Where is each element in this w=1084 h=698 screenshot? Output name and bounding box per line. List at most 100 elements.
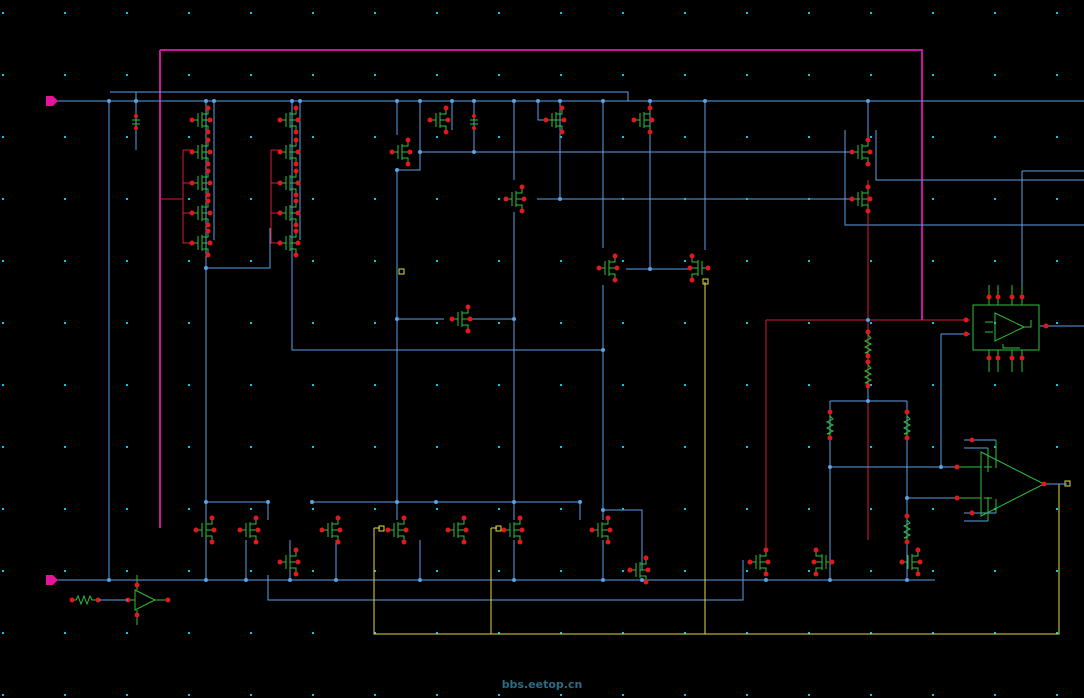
grid-dot bbox=[312, 198, 314, 200]
pmos-transistor-icon[interactable] bbox=[277, 198, 301, 228]
wire-junctions bbox=[107, 99, 943, 582]
input-resistor-icon[interactable] bbox=[69, 594, 129, 606]
grid-dot bbox=[64, 322, 66, 324]
pmos-transistor-icon[interactable] bbox=[189, 105, 213, 135]
grid-dot bbox=[498, 136, 500, 138]
pmos-transistor-icon[interactable] bbox=[189, 198, 213, 228]
grid-dot bbox=[808, 12, 810, 14]
pmos-transistor-icon[interactable] bbox=[543, 105, 567, 135]
nmos-transistor-icon[interactable] bbox=[277, 547, 301, 577]
capacitor-icon[interactable] bbox=[132, 114, 140, 130]
magenta-bus[interactable] bbox=[159, 49, 923, 528]
junction-dot bbox=[601, 508, 605, 512]
resistor-icon[interactable] bbox=[825, 409, 835, 441]
grid-dot bbox=[560, 570, 562, 572]
grid-dot bbox=[250, 508, 252, 510]
grid-dot bbox=[684, 322, 686, 324]
grid-dot bbox=[746, 694, 748, 696]
pmos-transistor-icon[interactable] bbox=[389, 137, 413, 167]
grid-dot bbox=[746, 260, 748, 262]
pmos-transistor-icon[interactable] bbox=[503, 184, 527, 214]
grid-dot bbox=[622, 632, 624, 634]
comparator-block[interactable] bbox=[963, 285, 1049, 372]
grid-dot bbox=[622, 322, 624, 324]
nmos-transistor-icon[interactable] bbox=[589, 515, 613, 545]
left-mirror-wires bbox=[160, 101, 603, 580]
capacitor-icon[interactable] bbox=[470, 114, 478, 130]
grid-dot bbox=[622, 260, 624, 262]
pmos-transistor-icon[interactable] bbox=[849, 184, 873, 214]
opamp-icon[interactable] bbox=[954, 437, 1047, 522]
grid-dot bbox=[1056, 74, 1058, 76]
grid-dot bbox=[870, 508, 872, 510]
pmos-transistor-icon[interactable] bbox=[277, 228, 301, 258]
grid-dot bbox=[808, 260, 810, 262]
pmos-transistor-icon[interactable] bbox=[189, 168, 213, 198]
grid-dot bbox=[808, 136, 810, 138]
grid-dot bbox=[498, 74, 500, 76]
grid-dot bbox=[994, 260, 996, 262]
nmos-transistor-icon[interactable] bbox=[319, 515, 343, 545]
grid-dot bbox=[622, 74, 624, 76]
pmos-transistor-icon[interactable] bbox=[189, 228, 213, 258]
nmos-transistor-icon[interactable] bbox=[687, 253, 711, 283]
nmos-transistor-icon[interactable] bbox=[193, 515, 217, 545]
pmos-transistor-icon[interactable] bbox=[277, 105, 301, 135]
grid-dot bbox=[188, 446, 190, 448]
resistor-icon[interactable] bbox=[863, 329, 873, 359]
junction-dot bbox=[418, 150, 422, 154]
grid-dot bbox=[312, 260, 314, 262]
nmos-transistor-icon[interactable] bbox=[385, 515, 409, 545]
grid-dot bbox=[622, 570, 624, 572]
pmos-transistor-icon[interactable] bbox=[277, 137, 301, 167]
resistor-icon[interactable] bbox=[863, 359, 873, 389]
grid-dot bbox=[312, 136, 314, 138]
junction-dot bbox=[204, 99, 208, 103]
grid-dot bbox=[1056, 198, 1058, 200]
supply-rails[interactable] bbox=[56, 91, 1084, 581]
nmos-transistor-icon[interactable] bbox=[237, 515, 261, 545]
grid-dot bbox=[2, 12, 4, 14]
grid-dot bbox=[560, 260, 562, 262]
junction-dot bbox=[204, 500, 208, 504]
nmos-transistor-icon[interactable] bbox=[501, 515, 525, 545]
buffer-icon[interactable] bbox=[125, 575, 171, 625]
pmos-transistor-icon[interactable] bbox=[427, 105, 451, 135]
grid-dot bbox=[1056, 632, 1058, 634]
nmos-transistor-icon[interactable] bbox=[449, 304, 473, 334]
grid-dot bbox=[126, 446, 128, 448]
nmos-transistor-icon[interactable] bbox=[811, 547, 835, 577]
junction-dot bbox=[939, 465, 943, 469]
grid-dot bbox=[560, 384, 562, 386]
grid-dot bbox=[2, 446, 4, 448]
pmos-transistor-icon[interactable] bbox=[189, 137, 213, 167]
nmos-transistor-icon[interactable] bbox=[445, 515, 469, 545]
grid-dot bbox=[188, 384, 190, 386]
devices[interactable] bbox=[132, 105, 923, 585]
junction-dot bbox=[298, 99, 302, 103]
junction-dot bbox=[866, 399, 870, 403]
grid-dot bbox=[498, 12, 500, 14]
grid-dot bbox=[1056, 570, 1058, 572]
grid-dot bbox=[994, 694, 996, 696]
grid-dot bbox=[684, 570, 686, 572]
nmos-transistor-icon[interactable] bbox=[747, 547, 771, 577]
grid-dot bbox=[436, 260, 438, 262]
grid-dot bbox=[622, 508, 624, 510]
pmos-transistor-icon[interactable] bbox=[631, 105, 655, 135]
resistor-icon[interactable] bbox=[902, 409, 912, 441]
grid-dot bbox=[1056, 446, 1058, 448]
junction-dot bbox=[601, 99, 605, 103]
port-vdd[interactable] bbox=[46, 96, 58, 106]
pmos-transistor-icon[interactable] bbox=[277, 168, 301, 198]
grid-dot bbox=[188, 198, 190, 200]
nmos-transistor-icon[interactable] bbox=[899, 547, 923, 577]
nmos-transistor-icon[interactable] bbox=[627, 555, 651, 585]
pmos-transistor-icon[interactable] bbox=[849, 137, 873, 167]
grid-dot bbox=[374, 508, 376, 510]
nmos-transistor-icon[interactable] bbox=[596, 253, 620, 283]
port-gnd[interactable] bbox=[46, 575, 58, 585]
resistor-icon[interactable] bbox=[902, 513, 912, 545]
grid-dot bbox=[622, 136, 624, 138]
